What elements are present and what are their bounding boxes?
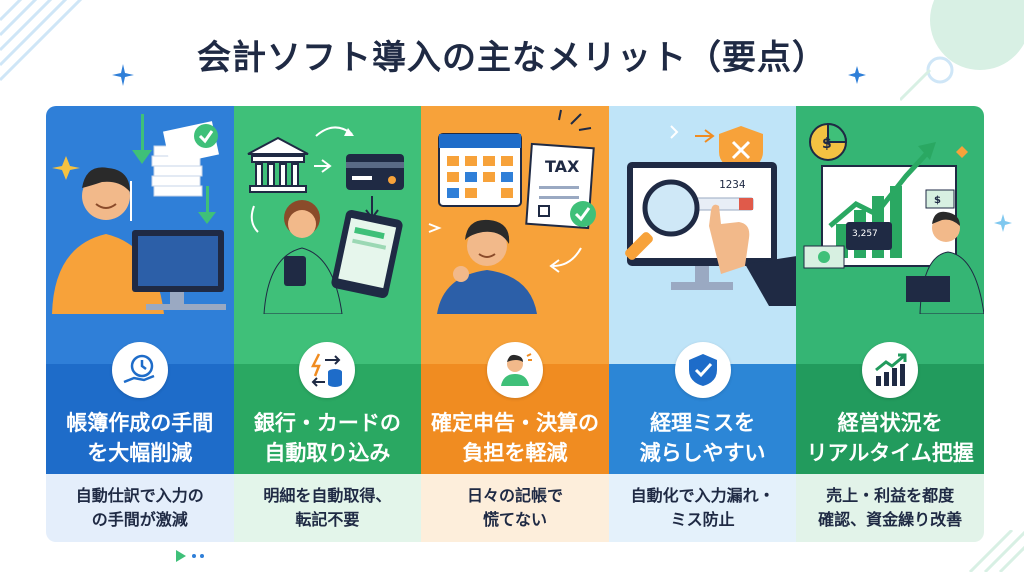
card-description: 自動化で入力漏れ・ ミス防止 — [608, 474, 797, 542]
benefit-card-auto-import: 銀行・カードの 自動取り込み 明細を自動取得、 転記不要 — [233, 106, 422, 542]
card-heading: 確定申告・決算の 負担を軽減 — [421, 408, 609, 468]
card-desc-line2: 確認、資金繰り改善 — [818, 510, 963, 529]
decorative-circle-top-right — [900, 0, 1024, 102]
card-heading-line2: を大幅削減 — [87, 441, 193, 465]
card-description: 日々の記帳で 慌てない — [421, 474, 609, 542]
card-desc-line1: 売上・利益を都度 — [826, 486, 955, 505]
card-desc-line2: の手間が激減 — [91, 510, 188, 529]
card-heading-line1: 確定申告・決算の — [430, 411, 599, 435]
card-heading: 経理ミスを 減らしやすい — [609, 408, 797, 468]
card-desc-line2: 転記不要 — [295, 510, 360, 529]
card-desc-line2: 慌てない — [482, 510, 547, 529]
card-heading-line2: 自動取り込み — [264, 441, 391, 465]
hand-clock-icon — [111, 342, 168, 398]
heading-area: 経理ミスを 減らしやすい — [608, 314, 797, 474]
card-heading: 帳簿作成の手間 を大幅削減 — [46, 408, 234, 468]
card-description: 自動仕訳で入力の の手間が激減 — [46, 474, 234, 542]
card-heading-line1: 経営状況を — [837, 411, 943, 435]
illustration-realtime: $ $ 3,257 — [796, 106, 984, 314]
illustration-auto-import — [233, 106, 422, 314]
card-description: 明細を自動取得、 転記不要 — [233, 474, 422, 542]
relaxed-person-icon — [486, 342, 543, 398]
play-dots-icon — [176, 550, 204, 562]
heading-area: 確定申告・決算の 負担を軽減 — [421, 314, 609, 474]
decorative-stripes-top-left — [0, 0, 83, 82]
benefit-card-bookkeeping: 帳簿作成の手間 を大幅削減 自動仕訳で入力の の手間が激減 — [46, 106, 234, 542]
card-heading-line1: 経理ミスを — [650, 411, 756, 435]
benefit-card-fewer-errors: 1234 経理ミスを 減らしやすい — [608, 106, 797, 542]
card-heading-line2: 減らしやすい — [639, 441, 766, 465]
decorative-stripes-bottom-right — [968, 530, 1024, 572]
chart-number: 3,257 — [852, 229, 878, 239]
benefit-panels: 帳簿作成の手間 を大幅削減 自動仕訳で入力の の手間が激減 — [46, 106, 984, 542]
card-desc-line1: 自動化で入力漏れ・ — [630, 486, 775, 505]
card-heading-line1: 銀行・カードの — [253, 411, 401, 435]
svg-text:$: $ — [934, 195, 941, 206]
sync-database-icon — [299, 342, 356, 398]
svg-text:$: $ — [822, 136, 832, 152]
monitor-number: 1234 — [719, 178, 746, 191]
sparkle-icon — [112, 64, 134, 86]
card-heading-line2: 負担を軽減 — [462, 441, 568, 465]
sparkle-icon — [994, 214, 1012, 232]
card-heading-line2: リアルタイム把握 — [806, 441, 974, 465]
tax-label: TAX — [545, 157, 580, 176]
card-description: 売上・利益を都度 確認、資金繰り改善 — [796, 474, 984, 542]
card-desc-line2: ミス防止 — [670, 510, 735, 529]
benefit-card-realtime: $ $ 3,257 — [796, 106, 984, 542]
heading-area: 経営状況を リアルタイム把握 — [796, 314, 984, 474]
card-heading: 銀行・カードの 自動取り込み — [234, 408, 422, 468]
card-desc-line1: 自動仕訳で入力の — [75, 486, 204, 505]
heading-area: 帳簿作成の手間 を大幅削減 — [46, 314, 234, 474]
growth-chart-icon — [862, 342, 919, 398]
page-title: 会計ソフト導入の主なメリット（要点） — [197, 38, 827, 78]
heading-area: 銀行・カードの 自動取り込み — [233, 314, 422, 474]
card-desc-line1: 明細を自動取得、 — [263, 486, 392, 505]
sparkle-icon — [848, 66, 866, 84]
card-heading: 経営状況を リアルタイム把握 — [796, 408, 984, 468]
illustration-tax-filing: TAX — [421, 106, 609, 314]
card-heading-line1: 帳簿作成の手間 — [66, 411, 214, 435]
shield-check-icon — [674, 342, 731, 398]
illustration-fewer-errors: 1234 — [608, 106, 797, 314]
card-desc-line1: 日々の記帳で — [466, 486, 563, 505]
benefit-card-tax-filing: TAX — [421, 106, 609, 542]
illustration-bookkeeping — [46, 106, 234, 314]
